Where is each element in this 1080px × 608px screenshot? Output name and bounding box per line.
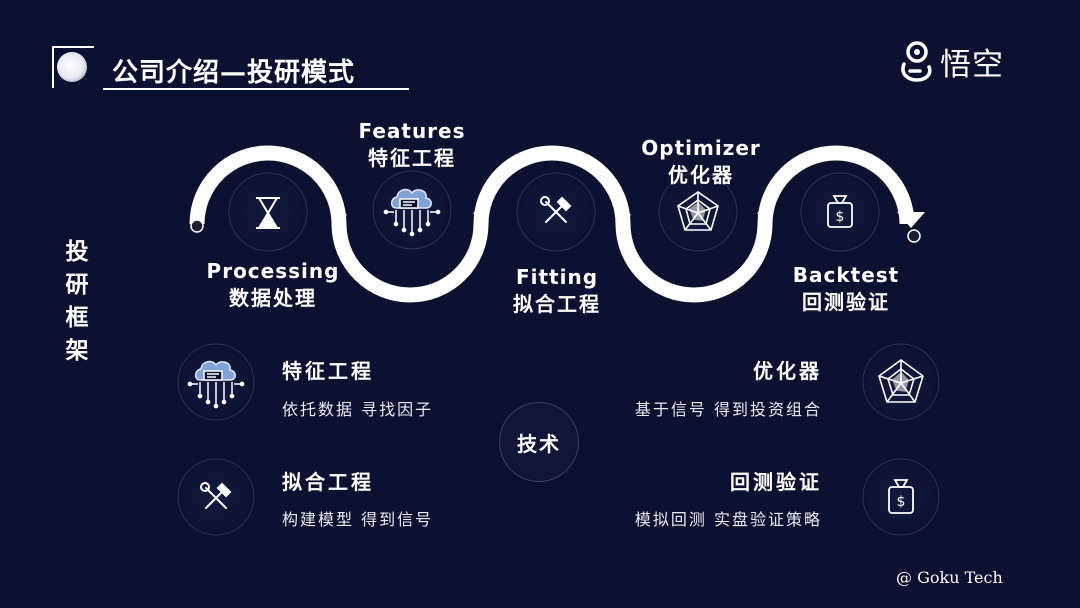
brand-name: 悟空 [940,46,1004,83]
stage-label-processing: Processing 数据处理 [206,258,340,312]
flow-start-dot [190,219,204,233]
flow-end-dot [907,229,921,243]
detail-subtitle: 依托数据 寻找因子 [282,400,434,419]
stage-label-fitting: Fitting 拟合工程 [498,264,616,318]
stage-label-optimizer: Optimizer 优化器 [636,135,766,189]
radar-icon [677,191,719,231]
detail-circle [862,458,940,536]
arrow-up-icon [757,200,773,214]
side-label-char: 研 [65,272,89,298]
money-bag-icon: $ [888,479,914,514]
detail-title: 拟合工程 [282,470,374,494]
stage-label-en: Optimizer [641,136,761,160]
arrow-down-icon [331,214,347,228]
arrow-down-icon [615,214,631,228]
stage-label-en: Backtest [792,263,900,287]
detail-subtitle: 模拟回测 实盘验证策略 [634,510,822,529]
stage-label-cn: 拟合工程 [513,292,601,316]
data-cloud-icon [187,360,245,409]
tools-icon [200,482,232,509]
stage-label-cn: 优化器 [668,163,734,187]
title-underline [103,88,409,90]
brand-logo: 悟空 [898,38,1004,84]
stage-label-backtest: Backtest 回测验证 [784,262,908,316]
stage-label-cn: 数据处理 [229,286,317,310]
side-label-char: 架 [65,338,89,364]
stage-label-en: Processing [206,259,340,283]
stage-label-features: Features 特征工程 [350,118,474,172]
title-frame [52,46,94,88]
stage-label-en: Fitting [515,265,599,289]
detail-title: 优化器 [753,359,822,383]
detail-title: 特征工程 [282,359,374,383]
hourglass-icon [256,197,280,229]
arrow-end-icon [897,212,925,228]
stage-label-cn: 回测验证 [802,290,890,314]
detail-subtitle: 基于信号 得到投资组合 [634,400,822,419]
radar-icon [878,359,924,403]
detail-title: 回测验证 [730,470,822,494]
stage-label-en: Features [358,119,466,143]
side-label-char: 投 [65,239,89,265]
tools-icon [540,196,572,223]
detail-subtitle: 构建模型 得到信号 [282,510,434,529]
stage-circle [800,172,880,252]
flow-wave [189,145,915,303]
footer-credit: @ Goku Tech [896,568,1003,587]
svg-text:$: $ [836,209,845,225]
svg-text:$: $ [897,494,906,510]
center-label: 技术 [517,431,561,456]
goku-logo-icon [901,41,932,82]
stage-label-cn: 特征工程 [368,146,456,170]
title-bullet-icon [57,52,87,82]
money-bag-icon: $ [827,195,853,228]
page-title: 公司介绍—投研模式 [112,58,356,88]
data-cloud-icon [383,188,441,237]
arrow-up-icon [473,200,489,214]
side-label-char: 框 [65,305,89,331]
center-circle: 技术 [500,403,578,481]
side-label: 投 研 框 架 [62,236,92,368]
